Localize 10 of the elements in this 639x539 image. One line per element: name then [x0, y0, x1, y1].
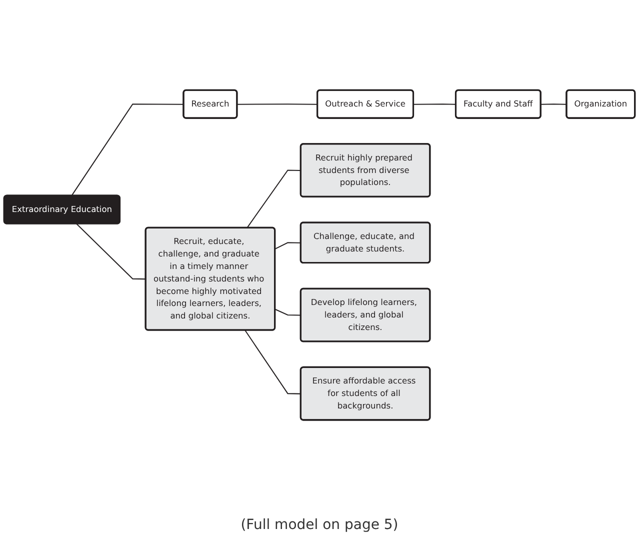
connector	[76, 224, 146, 280]
connector	[274, 242, 301, 250]
connector	[244, 330, 301, 395]
connector	[540, 104, 567, 106]
connector	[237, 104, 318, 106]
connector	[414, 104, 456, 106]
note-text: (Full model on page 5)	[240, 517, 398, 533]
connector	[246, 170, 301, 229]
connector	[71, 104, 184, 197]
connector	[274, 309, 301, 316]
